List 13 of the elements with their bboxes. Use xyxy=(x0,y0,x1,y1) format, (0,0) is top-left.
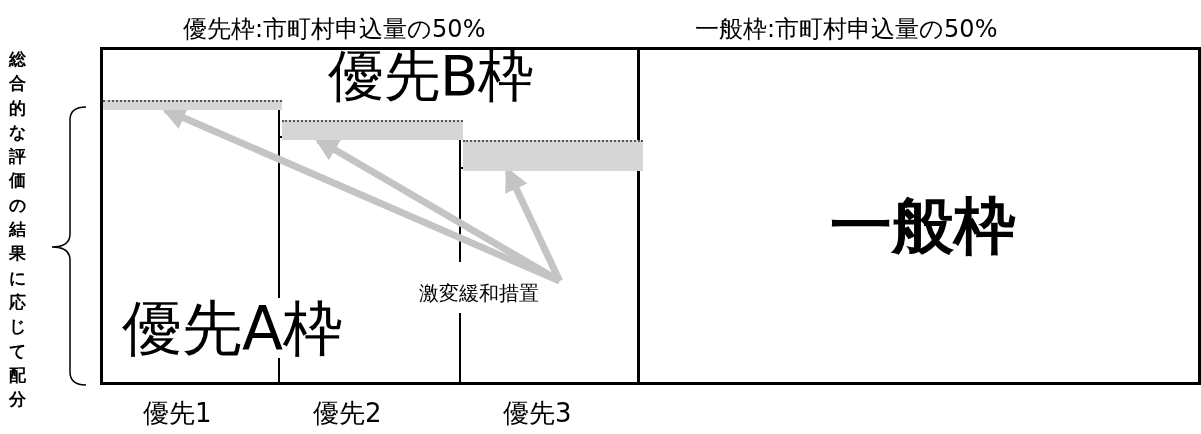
column-label: 優先2 xyxy=(313,400,382,426)
note-text: 激変緩和措置 xyxy=(395,281,563,306)
shaded-band xyxy=(282,120,463,140)
heading: 一般枠:市町村申込量の50% xyxy=(695,17,998,41)
column-label: 優先1 xyxy=(143,400,212,426)
column-label: 優先3 xyxy=(503,400,572,426)
vertical-label: 総合的な評価の結果に応じて配分 xyxy=(9,48,27,412)
shaded-band xyxy=(103,100,282,110)
area-title: 優先A枠 xyxy=(122,298,344,358)
area-title: 一般枠 xyxy=(830,195,1016,257)
area-title: 優先B枠 xyxy=(328,48,535,104)
heading: 優先枠:市町村申込量の50% xyxy=(183,17,486,41)
shaded-band xyxy=(463,140,643,171)
